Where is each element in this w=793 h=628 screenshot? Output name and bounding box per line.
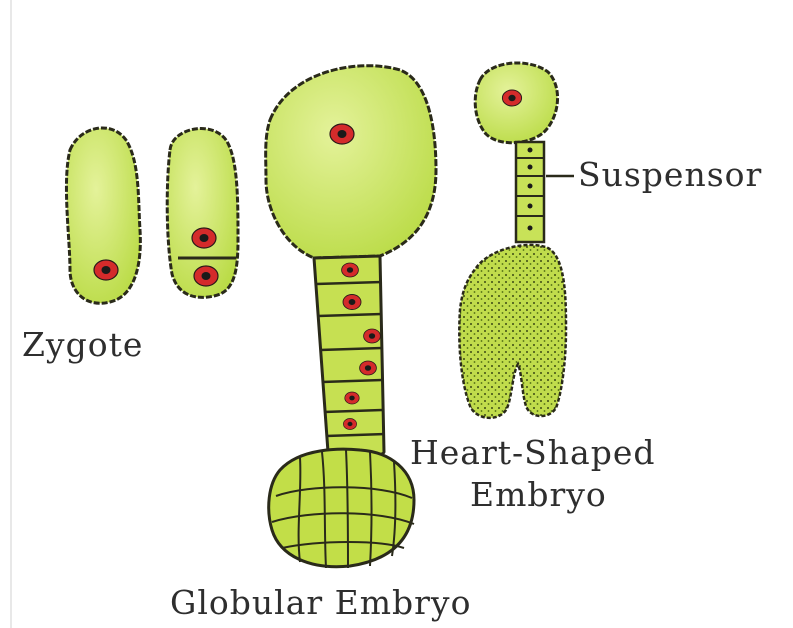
basal-cell-nucleus — [194, 266, 218, 286]
basal-suspensor-cell — [266, 66, 436, 258]
heart-basal-nucleus — [502, 90, 521, 106]
heart-shaped-label-line1: Heart-Shaped — [410, 436, 655, 469]
globular-embryo-label: Globular Embryo — [170, 586, 471, 619]
large-cell-nucleus — [330, 124, 354, 144]
zygote-nucleus — [94, 260, 118, 280]
apical-cell-nucleus — [192, 228, 216, 248]
heart-body — [459, 245, 566, 418]
zygote-label: Zygote — [22, 328, 143, 361]
heart-shaped-label-line2: Embryo — [470, 478, 607, 511]
globular-embryo — [266, 66, 436, 568]
two-celled-embryo — [167, 129, 238, 298]
heart-shaped-embryo — [459, 63, 574, 418]
suspensor-label: Suspensor — [578, 158, 762, 191]
zygote-cell — [66, 128, 140, 303]
